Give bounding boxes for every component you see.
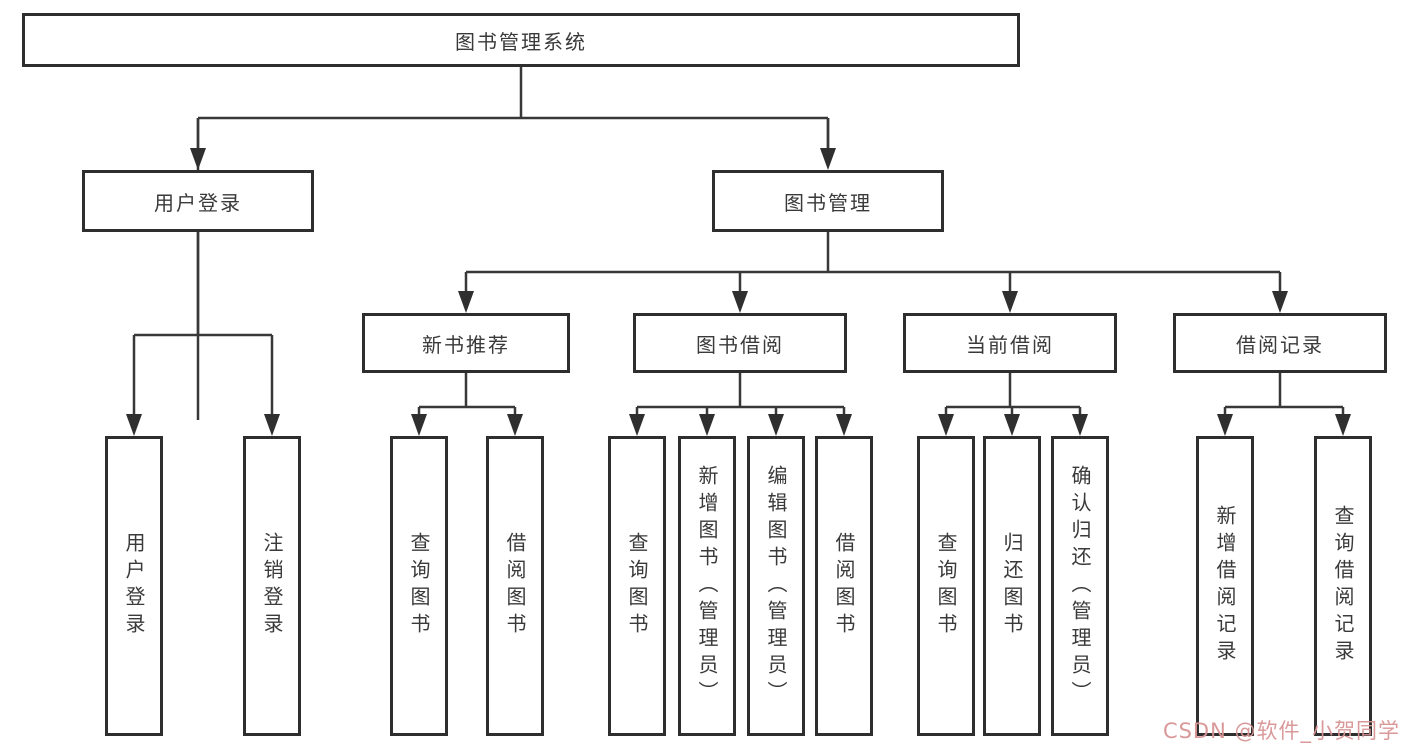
connector-mgmt-to-groups bbox=[458, 232, 1288, 313]
leaf-add-books-admin: 新增图书（管理员） bbox=[678, 436, 736, 736]
group-label: 新书推荐 bbox=[422, 332, 510, 357]
node-root: 图书管理系统 bbox=[22, 13, 1020, 67]
leaf-query-borrow-record: 查询借阅记录 bbox=[1314, 436, 1372, 736]
leaf-logout: 注销登录 bbox=[243, 436, 301, 736]
group-book-borrow: 图书借阅 bbox=[633, 313, 847, 373]
connector-records-to-leaves bbox=[1217, 373, 1351, 436]
branch-user-login: 用户登录 bbox=[82, 170, 314, 232]
group-new-book-recommend: 新书推荐 bbox=[362, 313, 570, 373]
leaf-label: 查询图书 bbox=[625, 532, 649, 640]
connector-login-to-leaves bbox=[126, 232, 280, 436]
leaf-label: 新增借阅记录 bbox=[1213, 505, 1237, 667]
leaf-label: 借阅图书 bbox=[832, 532, 856, 640]
leaf-confirm-return-admin: 确认归还（管理员） bbox=[1051, 436, 1109, 736]
group-borrow-records: 借阅记录 bbox=[1173, 313, 1387, 373]
leaf-user-login: 用户登录 bbox=[105, 436, 163, 736]
leaf-label: 注销登录 bbox=[260, 532, 284, 640]
group-label: 借阅记录 bbox=[1236, 332, 1324, 357]
leaf-label: 确认归还（管理员） bbox=[1068, 464, 1092, 708]
leaf-add-borrow-record: 新增借阅记录 bbox=[1196, 436, 1254, 736]
leaf-query-books-recommend: 查询图书 bbox=[390, 436, 448, 736]
connector-borrow-to-leaves bbox=[629, 373, 852, 436]
leaf-borrow-books-recommend: 借阅图书 bbox=[486, 436, 544, 736]
leaf-return-books: 归还图书 bbox=[983, 436, 1041, 736]
leaf-label: 借阅图书 bbox=[503, 532, 527, 640]
leaf-label: 用户登录 bbox=[122, 532, 146, 640]
group-label: 图书借阅 bbox=[696, 332, 784, 357]
branch-label: 用户登录 bbox=[154, 190, 242, 215]
csdn-watermark: CSDN @软件_小贺同学 bbox=[1162, 719, 1400, 743]
leaf-label: 编辑图书（管理员） bbox=[764, 464, 788, 708]
leaf-label: 查询图书 bbox=[934, 532, 958, 640]
node-root-label: 图书管理系统 bbox=[455, 29, 587, 54]
leaf-label: 归还图书 bbox=[1000, 532, 1024, 640]
leaf-label: 查询图书 bbox=[407, 532, 431, 640]
leaf-label: 查询借阅记录 bbox=[1331, 505, 1355, 667]
group-current-borrow: 当前借阅 bbox=[903, 313, 1117, 373]
connector-current-to-leaves bbox=[938, 373, 1088, 436]
leaf-label: 新增图书（管理员） bbox=[695, 464, 719, 708]
leaf-borrow-books: 借阅图书 bbox=[815, 436, 873, 736]
leaf-query-books-borrow: 查询图书 bbox=[608, 436, 666, 736]
connector-recommend-to-leaves bbox=[411, 373, 523, 436]
group-label: 当前借阅 bbox=[966, 332, 1054, 357]
branch-label: 图书管理 bbox=[784, 190, 872, 215]
branch-book-management: 图书管理 bbox=[712, 170, 944, 232]
leaf-edit-books-admin: 编辑图书（管理员） bbox=[747, 436, 805, 736]
leaf-query-books-current: 查询图书 bbox=[917, 436, 975, 736]
